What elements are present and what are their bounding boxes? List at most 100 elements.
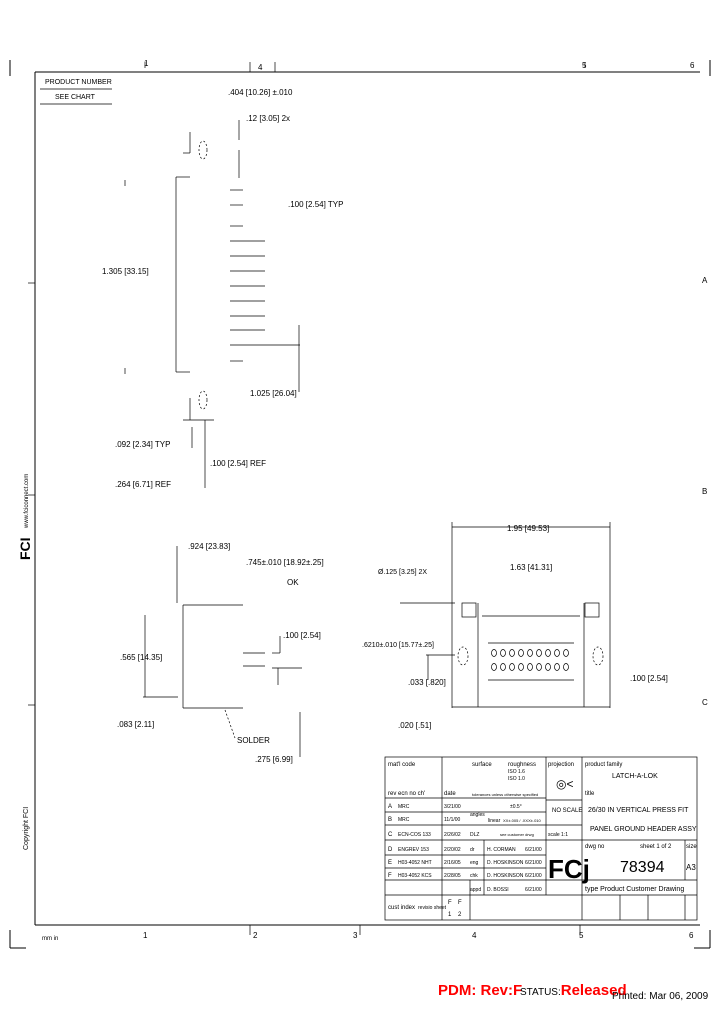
approval-role: chk <box>470 873 478 879</box>
tolerance-note: tolerances unless otherwise specified <box>472 792 538 797</box>
see-chart-label: SEE CHART <box>55 94 96 101</box>
contact <box>500 663 506 671</box>
revision-ecn: ECN-COS 133 <box>398 832 431 838</box>
zone-top-5: 5 <box>582 61 587 70</box>
dim-row: .033 [.820] <box>408 678 446 687</box>
fci-logo: FCI <box>17 537 33 560</box>
zone-side-b: B <box>702 487 707 496</box>
front-view <box>400 522 611 708</box>
zone-side-a: A <box>702 276 708 285</box>
product-number-box <box>40 88 112 105</box>
drawing-frame <box>9 60 711 949</box>
revision-ecn: ENGREV 153 <box>398 847 429 853</box>
approval-name: D. HOSKINSON <box>487 873 524 879</box>
revisio-sheet-label: revisio sheet <box>418 905 447 911</box>
pin-stubs <box>230 189 300 362</box>
sheet-label: sheet 1 of 2 <box>640 844 672 850</box>
solder-label: SOLDER <box>237 736 270 745</box>
dim-pitch: .100 [2.54] TYP <box>288 200 343 209</box>
dim-overall-width: 1.95 [49.53] <box>507 524 549 533</box>
approval-role: appd <box>470 887 481 893</box>
contact <box>509 663 515 671</box>
contact <box>536 663 542 671</box>
dim-inner-width: 1.63 [41.31] <box>510 563 552 572</box>
contact <box>527 663 533 671</box>
fci-title-logo: FCj <box>548 854 590 884</box>
revision-ecn: H03-4052 KCS <box>398 873 432 879</box>
dim-ok: OK <box>287 578 299 587</box>
dwg-no-label: dwg no <box>585 844 605 850</box>
zone-top-4: 4 <box>258 63 263 72</box>
product-family-label: product family <box>585 762 622 768</box>
status: STATUS:Released <box>520 982 627 999</box>
projection-label: projection <box>548 762 574 768</box>
contact <box>554 649 560 657</box>
roughness-ra1: ISO 1.6 <box>508 769 525 775</box>
contact <box>527 649 533 657</box>
dim-height: 1.305 [33.15] <box>102 267 149 276</box>
contact <box>563 649 569 657</box>
contact <box>491 649 497 657</box>
contact <box>554 663 560 671</box>
zone-top-6: 6 <box>690 61 695 70</box>
dim-peg: .12 [3.05] 2x <box>246 114 290 123</box>
title-label: title <box>585 791 595 797</box>
dim-end-width: .924 [23.83] <box>188 542 230 551</box>
angles-label: angles <box>470 812 485 818</box>
dim-right: .100 [2.54] <box>630 674 668 683</box>
dim-pin-length: 1.025 [26.04] <box>250 389 297 398</box>
revision-date: 2/16/05 <box>444 860 461 866</box>
title-block <box>384 756 698 921</box>
contact <box>491 663 497 671</box>
revision-ecn: MRC <box>398 817 410 823</box>
product-number-label: PRODUCT NUMBER <box>45 79 112 86</box>
projection-symbol: ◎< <box>556 777 573 791</box>
dim-mount: .6210±.010 [15.77±.25] <box>362 642 434 649</box>
printed-date: Printed: Mar 06, 2009 <box>612 991 709 1002</box>
dim-a: .092 [2.34] TYP <box>115 440 170 449</box>
approval-name: D. BOSSI <box>487 887 509 893</box>
dim-hole: Ø.125 [3.25] 2X <box>378 569 427 576</box>
contact <box>545 649 551 657</box>
size-label: size <box>686 844 697 850</box>
approval-date: 6/21/00 <box>525 847 542 853</box>
contact <box>509 649 515 657</box>
title-line-2: PANEL GROUND HEADER ASSY <box>590 826 697 833</box>
dim-tail: .275 [6.99] <box>255 755 293 764</box>
dim-b: .100 [2.54] REF <box>210 459 266 468</box>
product-family-name: LATCH-A-LOK <box>612 773 658 780</box>
zone-bottom-4: 4 <box>472 931 477 940</box>
dim-top-width: .404 [10.26] ±.010 <box>228 88 293 97</box>
title-line-1: 26/30 IN VERTICAL PRESS FIT <box>588 807 689 814</box>
sheet-2: 2 <box>458 912 462 918</box>
surface-label: surface <box>472 762 492 768</box>
zone-side-c: C <box>702 698 708 707</box>
no-scale-label: NO SCALE <box>552 808 582 814</box>
zone-bottom-3: 3 <box>353 931 358 940</box>
revision-letter: B <box>388 817 392 823</box>
sheet-1: 1 <box>448 912 452 918</box>
roughness-label: roughness <box>508 762 536 768</box>
cust-index-label: cust index <box>388 905 415 911</box>
zone-bottom-6: 6 <box>689 931 694 940</box>
dim-foot: .083 [2.11] <box>117 720 154 729</box>
side-logo: FCI www.fciconnect.com <box>17 474 33 560</box>
zone-bottom-1: 1 <box>143 931 148 940</box>
unless-note: see customer drwg <box>500 832 534 837</box>
revision-date: 3/21/00 <box>444 804 461 810</box>
revision-date: 2/28/05 <box>444 873 461 879</box>
dim-end-height: .565 [14.35] <box>120 653 162 662</box>
revision-ecn: MRC <box>398 804 410 810</box>
revision-date: 2/26/02 <box>444 832 461 838</box>
revision-letter: E <box>388 860 392 866</box>
contact <box>536 649 542 657</box>
revision-letter: D <box>388 847 393 853</box>
zone-bottom-2: 2 <box>253 931 258 940</box>
revision-letter: A <box>388 804 392 810</box>
pdm-revision: PDM: Rev:F <box>438 982 523 999</box>
roughness-ra2: ISO 1.0 <box>508 776 525 782</box>
rev-header: rev ecn no ch' <box>388 791 425 797</box>
tol-linear: XX±.005 / .XXX±.010 <box>503 818 542 823</box>
